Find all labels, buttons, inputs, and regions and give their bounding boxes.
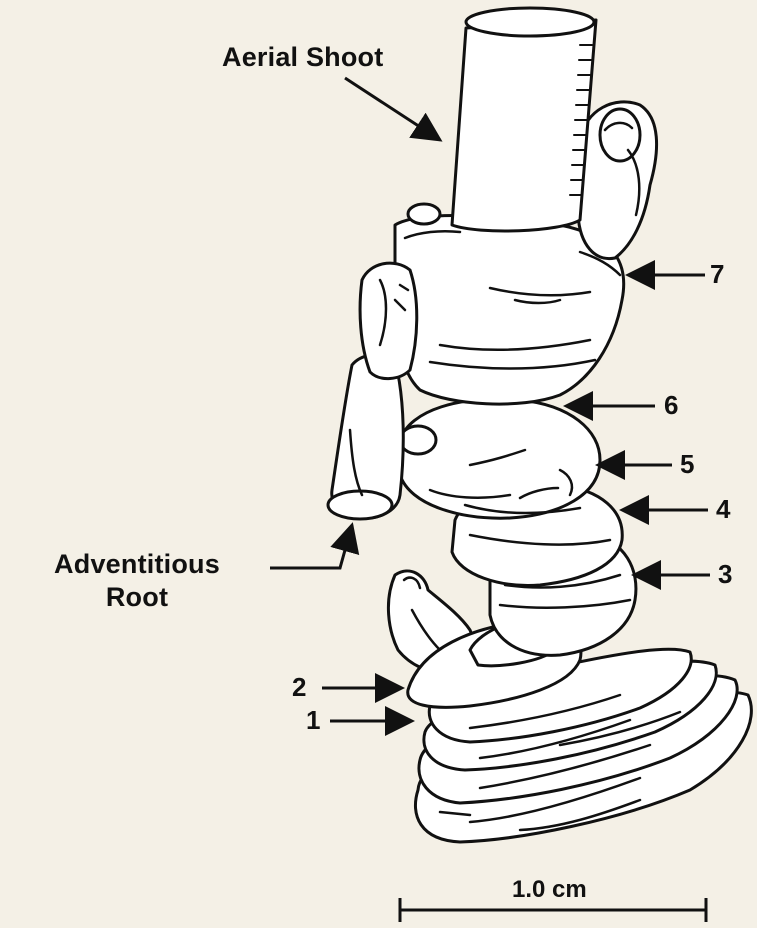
node-label-2: 2 bbox=[292, 672, 306, 703]
node-label-7: 7 bbox=[710, 259, 724, 290]
adventitious-root-label-line2: Root bbox=[14, 581, 260, 614]
aerial-shoot-label: Aerial Shoot bbox=[222, 42, 383, 73]
scale-bar-label: 1.0 cm bbox=[512, 876, 587, 904]
node-bud bbox=[400, 426, 436, 454]
node-label-6: 6 bbox=[664, 390, 678, 421]
arrow-adventitious-root bbox=[270, 525, 352, 568]
arrow-aerial-shoot bbox=[345, 78, 440, 140]
top-bud bbox=[408, 204, 440, 224]
adventitious-root-label-line1: Adventitious bbox=[14, 548, 260, 581]
node-label-5: 5 bbox=[680, 449, 694, 480]
adventitious-root-label: Adventitious Root bbox=[14, 548, 260, 614]
node-label-1: 1 bbox=[306, 705, 320, 736]
node-label-4: 4 bbox=[716, 494, 730, 525]
node-label-3: 3 bbox=[718, 559, 732, 590]
